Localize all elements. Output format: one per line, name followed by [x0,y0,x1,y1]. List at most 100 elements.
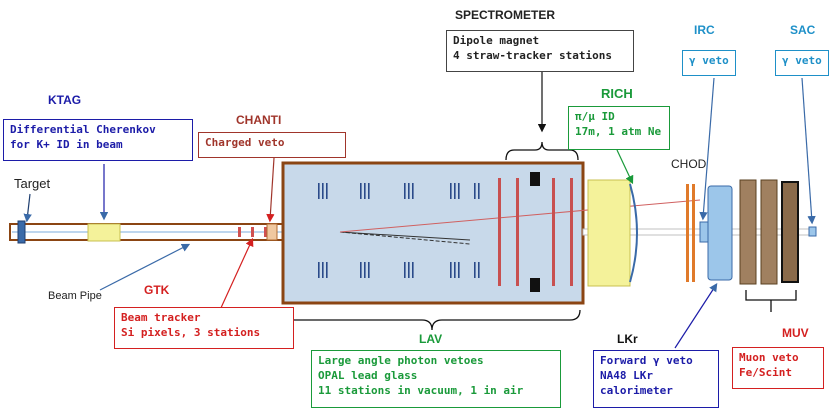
chod-plane [692,184,695,282]
muv-description-box: Muon veto Fe/Scint [732,347,824,389]
lav-module-bar [364,183,366,199]
straw-chamber [552,178,555,286]
sac-description-line: γ veto [782,54,822,67]
lav-module-bar [364,262,366,278]
lav-module-bar [368,262,370,278]
straw-chamber [516,178,519,286]
lkr-label: LKr [617,332,638,346]
gtk-station [264,227,267,237]
sac-description-box: γ veto [775,50,829,76]
sac-label: SAC [790,23,816,37]
lav-brace [284,309,581,331]
lav-module-bar [322,262,324,278]
lav-module-bar [360,183,362,199]
rich-description-line: 17m, 1 atm Ne [575,125,662,138]
rich-detector [587,179,631,287]
target-marker [17,220,26,244]
lav-module-bar [450,183,452,199]
ktag-description-box: Differential Cherenkov for K+ ID in beam [3,119,193,161]
spectrometer-description-line: 4 straw-tracker stations [453,49,612,62]
straw-chamber [570,178,573,286]
decay-track [339,199,701,233]
ktag-label: KTAG [48,93,82,107]
decay-track [339,231,471,241]
lkr-pointer [674,282,718,349]
muv-description-line: Muon veto [739,351,799,364]
muv-description-line: Fe/Scint [739,366,792,379]
irc-label: IRC [694,23,715,37]
rich-description-line: π/μ ID [575,110,615,123]
lav-module-bar [458,183,460,199]
lav-module-bar [454,262,456,278]
lav-module-bar [322,183,324,199]
muv-label: MUV [782,326,809,340]
chod-label: CHOD [671,157,707,171]
spectrometer-description-box: Dipole magnet 4 straw-tracker stations [446,30,634,72]
beam-pipe-label: Beam Pipe [48,290,102,302]
lav-module-bar [450,262,452,278]
lav-module-bar [408,262,410,278]
ktag-description-line: Differential Cherenkov [10,123,156,136]
muv-module [781,181,799,283]
lkr-description-line: NA48 LKr [600,369,653,382]
dipole-magnet-bottom [530,278,540,292]
decay-track [339,231,471,245]
spectrometer-description-line: Dipole magnet [453,34,540,47]
gtk-description-line: Beam tracker [121,311,201,324]
lav-description-line: Large angle photon vetoes [318,354,484,367]
sac-pointer [801,77,816,225]
lkr-description-line: Forward γ veto [600,354,693,367]
lav-module-bar [474,183,476,199]
lav-module-bar [318,183,320,199]
target-label: Target [14,176,51,191]
lav-module-bar [326,262,328,278]
chanti-description-line: Charged veto [205,136,285,149]
chanti-description-box: Charged veto [198,132,346,158]
gtk-label: GTK [144,283,170,297]
muv-module [739,179,757,285]
lav-module-bar [404,262,406,278]
straw-chamber [498,178,501,286]
target-pointer [23,193,32,223]
lav-module-bar [478,183,480,199]
lav-module-bar [318,262,320,278]
gtk-station [238,227,241,237]
ktag-detector [87,223,121,242]
irc-pointer [699,77,715,221]
lav-module-bar [368,183,370,199]
lav-module-bar [408,183,410,199]
lav-module-bar [478,262,480,278]
sac-detector [808,226,817,237]
irc-description-box: γ veto [682,50,736,76]
lav-label: LAV [419,332,443,346]
chod-plane [686,184,689,282]
rich-label: RICH [601,86,633,101]
straw-chambers [498,178,573,286]
lav-description-line: 11 stations in vacuum, 1 in air [318,384,524,397]
lav-module-bar [412,183,414,199]
gtk-description-line: Si pixels, 3 stations [121,326,261,339]
rich-description-box: π/μ ID 17m, 1 atm Ne [568,106,670,150]
lav-module-bar [474,262,476,278]
muv-brace [745,290,797,312]
muv-module [760,179,778,285]
ktag-description-line: for K+ ID in beam [10,138,123,151]
lav-modules [318,183,480,278]
gtk-stations [238,227,267,237]
spectrometer-label: SPECTROMETER [455,8,556,22]
lav-description-box: Large angle photon vetoes OPAL lead glas… [311,350,561,408]
rich-mirror [629,183,638,283]
gtk-pointer [219,237,254,311]
lkr-calorimeter [707,185,733,281]
gtk-station [251,227,254,237]
lkr-description-box: Forward γ veto NA48 LKr calorimeter [593,350,719,408]
lav-module-bar [326,183,328,199]
lkr-description-line: calorimeter [600,384,673,397]
gtk-description-box: Beam tracker Si pixels, 3 stations [114,307,294,349]
lav-description-line: OPAL lead glass [318,369,418,382]
chanti-pointer [266,157,275,223]
beam-pipe-pointer [99,243,191,291]
lav-module-bar [360,262,362,278]
lav-module-bar [412,262,414,278]
